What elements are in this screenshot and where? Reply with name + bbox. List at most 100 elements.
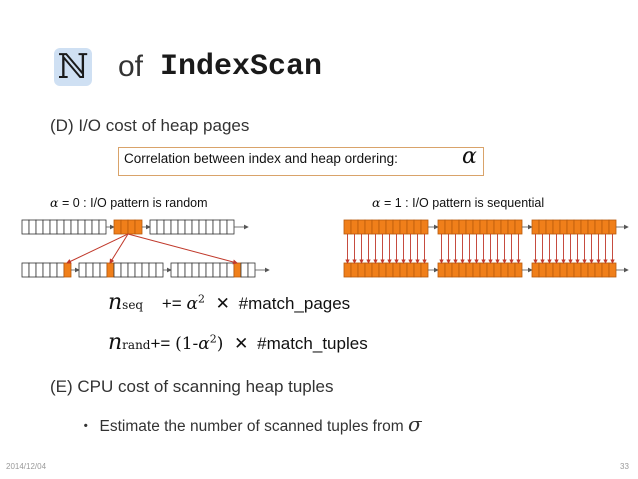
sequential-bottom-page-cell <box>580 262 589 278</box>
random-top-page-a-cell <box>98 219 107 235</box>
title-of: of <box>118 50 144 83</box>
sequential-bottom-page-cell <box>486 262 495 278</box>
sequential-top-page-cell <box>545 219 554 235</box>
random-bottom-page-c-cell <box>191 262 200 278</box>
sequential-top-page-cell <box>350 219 359 235</box>
section-d-heading: (D) I/O cost of heap pages <box>50 116 250 135</box>
sequential-top-page-cell <box>364 219 373 235</box>
random-bottom-page-b-cell <box>141 262 150 278</box>
random-top-page-a-cell <box>84 219 93 235</box>
sequential-bottom-page-cell <box>507 262 516 278</box>
random-bottom-page-c-cell <box>170 262 179 278</box>
random-top-page-c-cell <box>212 219 221 235</box>
random-top-page-c-cell <box>198 219 207 235</box>
random-top-page-c-cell <box>177 219 186 235</box>
sequential-top-page-cell <box>538 219 547 235</box>
sequential-bottom-page-cell <box>587 262 596 278</box>
sequential-bottom-page-cell <box>601 262 610 278</box>
sequential-top-page-cell <box>566 219 575 235</box>
random-top-page-a-cell <box>63 219 72 235</box>
random-top-page-b-cell <box>134 219 143 235</box>
random-top-page-a-cell <box>70 219 79 235</box>
random-top-page-c-cell <box>226 219 235 235</box>
random-top-page-b-cell <box>120 219 129 235</box>
random-bottom-page-c-cell <box>240 262 249 278</box>
sequential-bottom-page-cell <box>385 262 394 278</box>
random-bottom-page-c-cell <box>212 262 221 278</box>
sequential-top-page-cell <box>465 219 474 235</box>
sequential-top-page-cell <box>559 219 568 235</box>
sequential-top-page-cell <box>385 219 394 235</box>
title-indexscan: IndexScan <box>160 50 323 84</box>
random-access-arrow <box>127 233 238 265</box>
sequential-bottom-page-cell <box>479 262 488 278</box>
random-bottom-page-c-cell <box>177 262 186 278</box>
sequential-top-page-cell <box>486 219 495 235</box>
random-bottom-page-b-cell <box>113 262 122 278</box>
random-bottom-page-c-cell <box>233 262 242 278</box>
random-top-page-a-cell <box>35 219 44 235</box>
sequential-bottom-page-cell <box>500 262 509 278</box>
sequential-bottom-page-cell <box>608 262 617 278</box>
sequential-pattern-label: α = 1 : I/O pattern is sequential <box>372 195 545 210</box>
random-bottom-page-b-cell <box>106 262 115 278</box>
sequential-top-page-cell <box>580 219 589 235</box>
random-bottom-page-a-cell <box>42 262 51 278</box>
random-top-page-c-cell <box>149 219 158 235</box>
random-bottom-page-c-cell <box>219 262 228 278</box>
sequential-top-page-cell <box>392 219 401 235</box>
random-bottom-page-b-cell <box>127 262 136 278</box>
random-top-page-a-cell <box>42 219 51 235</box>
sequential-bottom-page-cell <box>573 262 582 278</box>
random-top-page-a-cell <box>28 219 37 235</box>
sequential-bottom-page-cell <box>406 262 415 278</box>
sequential-bottom-page-cell <box>364 262 373 278</box>
bullet-item: ・Estimate the number of scanned tuples f… <box>78 412 422 436</box>
sequential-bottom-page-cell <box>413 262 422 278</box>
sequential-top-page-cell <box>479 219 488 235</box>
title-badge <box>54 48 92 86</box>
sequential-top-page-cell <box>399 219 408 235</box>
correlation-text: Correlation between index and heap order… <box>124 151 398 166</box>
sequential-top-page-cell <box>514 219 523 235</box>
sequential-bottom-page-cell <box>493 262 502 278</box>
sequential-top-page-cell <box>493 219 502 235</box>
sequential-bottom-page-cell <box>437 262 446 278</box>
random-bottom-page-a-cell <box>63 262 72 278</box>
random-bottom-page-a-cell <box>49 262 58 278</box>
random-bottom-page-a-cell <box>21 262 30 278</box>
sequential-top-page-cell <box>500 219 509 235</box>
sequential-bottom-page-cell <box>514 262 523 278</box>
sequential-bottom-page-cell <box>420 262 429 278</box>
sequential-top-page-cell <box>413 219 422 235</box>
random-bottom-page-b-cell <box>78 262 87 278</box>
sequential-top-page-cell <box>552 219 561 235</box>
sequential-top-page-cell <box>357 219 366 235</box>
random-top-page-c-cell <box>191 219 200 235</box>
sequential-bottom-page-cell <box>444 262 453 278</box>
random-top-page-b-cell <box>127 219 136 235</box>
sequential-top-page-cell <box>458 219 467 235</box>
sequential-top-page-cell <box>371 219 380 235</box>
random-top-page-b-cell <box>113 219 122 235</box>
random-top-page-a-cell <box>56 219 65 235</box>
footer-date: 2014/12/04 <box>6 462 47 471</box>
random-access-arrow <box>109 233 129 264</box>
random-bottom-page-c-cell <box>198 262 207 278</box>
sequential-bottom-page-cell <box>465 262 474 278</box>
random-bottom-page-b-cell <box>155 262 164 278</box>
sequential-top-page-cell <box>594 219 603 235</box>
sequential-bottom-page-cell <box>378 262 387 278</box>
random-top-page-a-cell <box>21 219 30 235</box>
random-bottom-page-c-cell <box>184 262 193 278</box>
random-bottom-page-b-cell <box>120 262 129 278</box>
sequential-bottom-page-cell <box>552 262 561 278</box>
formula-seq: nseq += α2 ✕ #match_pages <box>108 290 351 315</box>
sequential-bottom-page-cell <box>472 262 481 278</box>
random-bottom-page-c-cell <box>226 262 235 278</box>
sequential-top-page-cell <box>573 219 582 235</box>
section-e-heading: (E) CPU cost of scanning heap tuples <box>50 377 334 396</box>
sequential-bottom-page-cell <box>458 262 467 278</box>
sequential-bottom-page-cell <box>350 262 359 278</box>
